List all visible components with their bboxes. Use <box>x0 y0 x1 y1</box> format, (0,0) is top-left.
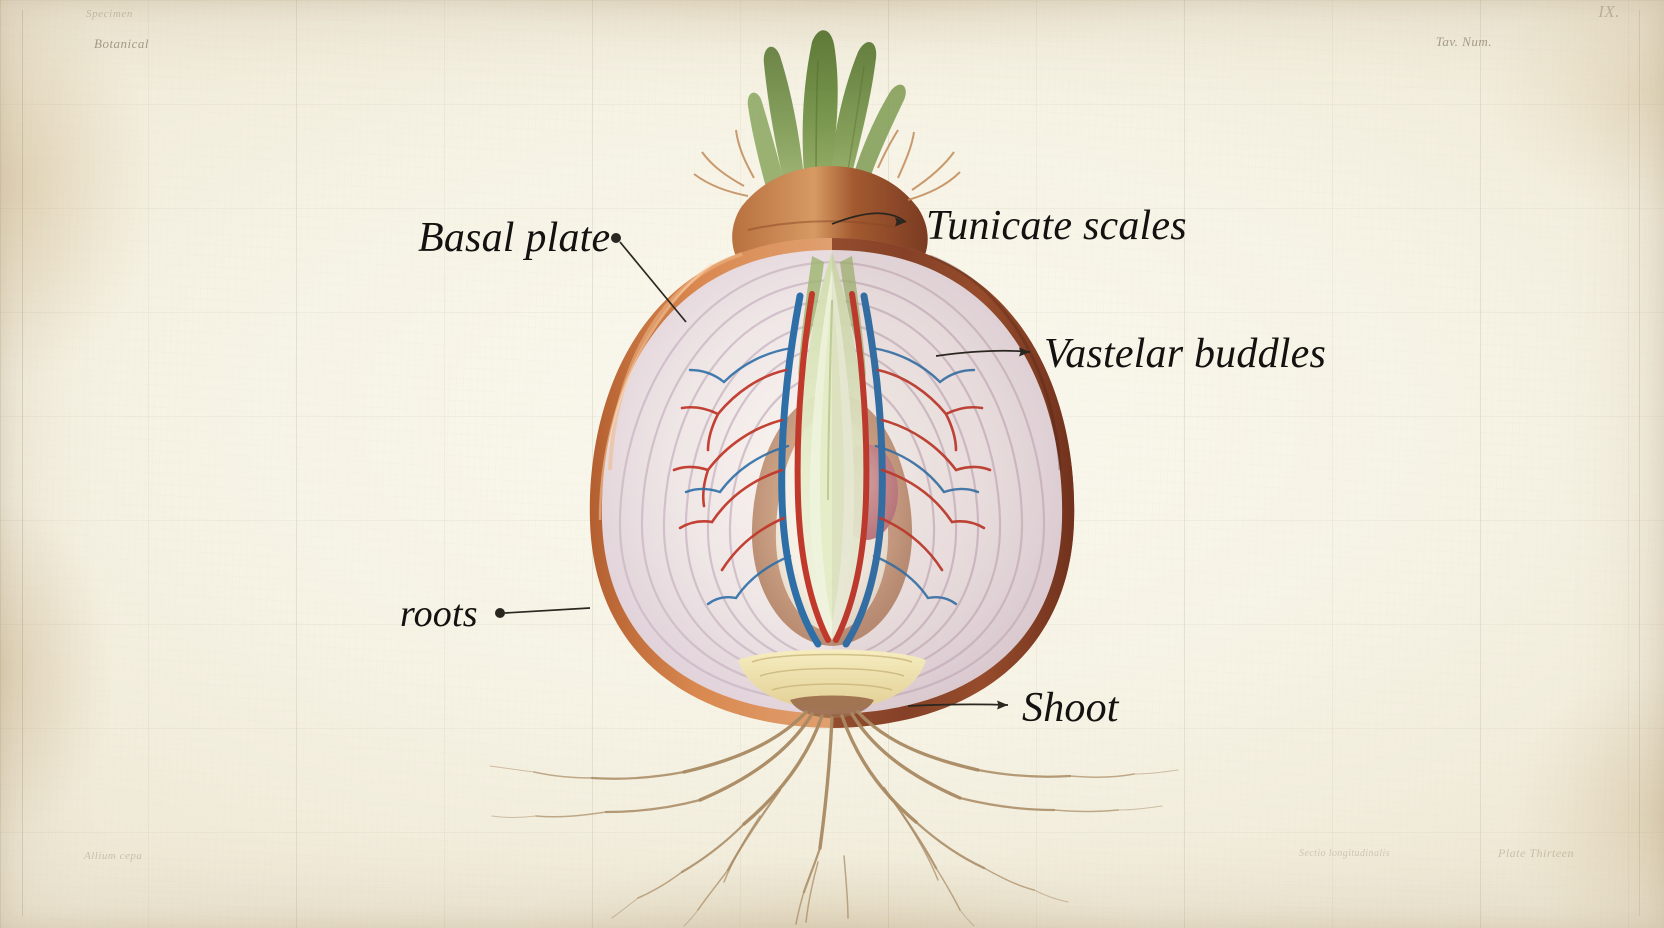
marginalia-top-left-small: Specimen <box>86 8 133 20</box>
marginalia-bottom-left: Allium cepa <box>84 850 143 862</box>
label-roots: roots <box>400 593 478 635</box>
basal-plate-structure <box>738 649 926 718</box>
marginalia-plate-number: IX. <box>1598 2 1620 21</box>
marginalia-top-left: Botanical <box>94 36 150 51</box>
page-border-rule <box>22 10 1640 916</box>
bulb-body <box>589 238 1075 728</box>
marginalia-bottom-right-small: Sectio longitudinalis <box>1299 848 1390 859</box>
label-tunicate-scales: Tunicate scales <box>926 203 1187 249</box>
marginalia-top-right: Tav. Num. <box>1435 34 1492 49</box>
leader-dot-basal-plate <box>611 233 621 243</box>
leader-dot-roots <box>495 608 505 618</box>
root-system <box>489 710 1179 927</box>
label-shoot: Shoot <box>1022 685 1119 731</box>
label-vastelar-buddles: Vastelar buddles <box>1044 331 1327 377</box>
label-basal-plate: Basal plate <box>418 215 611 261</box>
marginalia-bottom-right: Plate Thirteen <box>1498 846 1574 860</box>
vascular-bundles <box>672 291 992 648</box>
leader-lines <box>495 212 1031 710</box>
